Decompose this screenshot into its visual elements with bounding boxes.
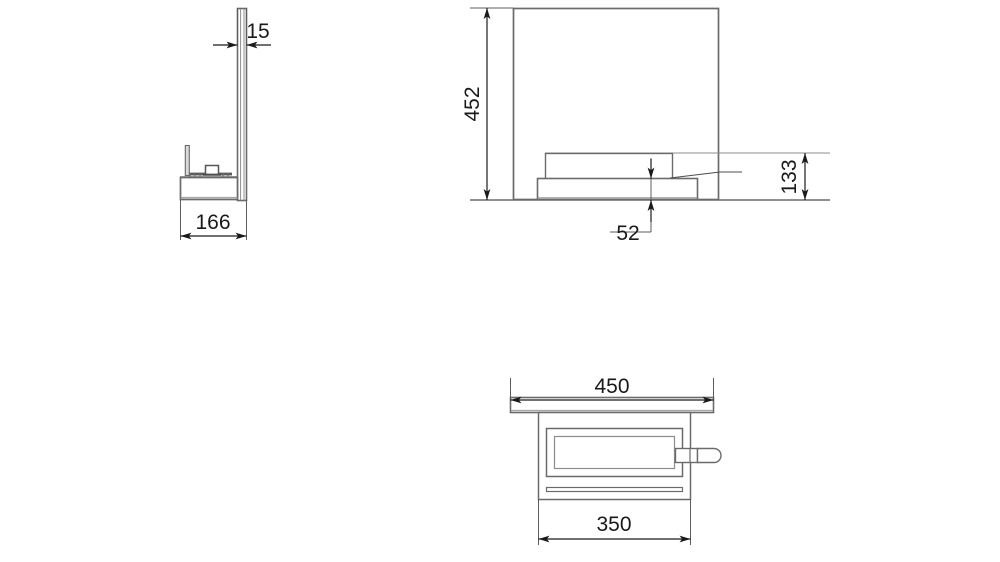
dim-133: 133 (778, 153, 809, 200)
dim-450-extension-lines (510, 378, 714, 400)
plan-handle (674, 447, 722, 464)
front-plinth (536, 177, 699, 201)
dim-15-label: 15 (246, 20, 269, 43)
dim-166: 166 (180, 211, 247, 240)
dim-350: 350 (538, 513, 691, 543)
dim-450-label: 450 (594, 375, 629, 398)
dim-350-label: 350 (596, 513, 631, 536)
side-grate-ticks (189, 172, 229, 177)
side-base-block (179, 176, 239, 201)
dim-15-extension-lines (237, 8, 247, 45)
dim-52: 52 (610, 158, 655, 245)
dim-15: 15 (213, 20, 271, 49)
dim-452-label: 452 (461, 86, 484, 121)
front-view: 452 133 52 (461, 7, 830, 245)
plan-glass-panel (553, 435, 676, 470)
plan-vent-slot (545, 486, 684, 493)
plan-view: 450 350 (509, 375, 722, 545)
side-vertical-rod (184, 144, 190, 177)
dim-166-label: 166 (195, 211, 230, 234)
dim-450: 450 (510, 375, 714, 404)
dim-452: 452 (461, 7, 514, 200)
dim-52-label: 52 (616, 222, 639, 245)
side-view: 15 166 (179, 7, 271, 240)
dim-133-label: 133 (778, 159, 801, 194)
side-burner-detail (203, 164, 221, 176)
front-leader-line (669, 171, 742, 179)
side-back-panel (236, 7, 248, 202)
